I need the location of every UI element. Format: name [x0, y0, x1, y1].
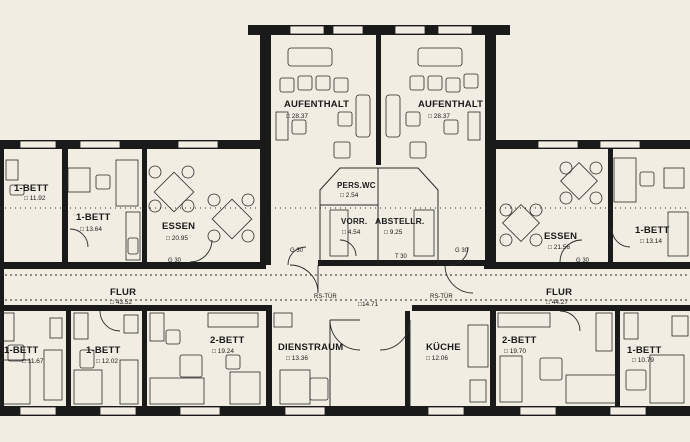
area-pers-wc: □ 2.54 — [340, 192, 359, 199]
area-bed2-right: □ 19.70 — [504, 348, 526, 355]
door-label-rs-tuer-right: RS-TÜR — [430, 293, 453, 300]
furniture-right-wing — [497, 157, 689, 404]
room-essen-right: ESSEN — [544, 231, 577, 242]
furniture-aufenthalt — [275, 47, 481, 159]
plan-linework — [0, 167, 690, 406]
room-labels: AUFENTHALT □ 28.37 AUFENTHALT □ 28.37 1-… — [4, 99, 669, 365]
door-label-t30: T 30 — [395, 254, 408, 260]
area-bed1-se: □ 10.79 — [632, 357, 654, 364]
furniture-central — [273, 209, 489, 405]
room-essen-left: ESSEN — [162, 221, 195, 232]
room-dienstraum: DIENSTRAUM — [278, 342, 343, 353]
area-essen-left: □ 20.95 — [166, 235, 188, 242]
door-label-g30-2: G 30 — [290, 248, 304, 254]
room-bed2-left: 2-BETT — [210, 335, 244, 346]
windows — [19, 25, 647, 416]
area-bed1-ne: □ 13.14 — [640, 238, 662, 245]
area-abstellr: □ 9.25 — [384, 229, 403, 236]
room-pers-wc: PERS.WC — [337, 181, 376, 190]
door-labels: G 30 G 30 G 30 G 30 T 30 RS-TÜR RS-TÜR — [168, 248, 590, 300]
area-aufenthalt-right: □ 28.37 — [428, 113, 450, 120]
room-aufenthalt-left: AUFENTHALT — [284, 99, 349, 110]
room-flur-left: FLUR — [110, 287, 136, 298]
door-label-g30-1: G 30 — [168, 258, 182, 264]
room-bed2-right: 2-BETT — [502, 335, 536, 346]
room-bed1-se: 1-BETT — [627, 345, 661, 356]
area-vorr: □ 4.54 — [342, 229, 361, 236]
room-bed1-nw2: 1-BETT — [76, 212, 110, 223]
area-bed1-sw: □ 11.67 — [22, 358, 44, 365]
room-aufenthalt-right: AUFENTHALT — [418, 99, 483, 110]
room-abstellr: ABSTELLR. — [375, 216, 425, 226]
furniture-left-wing — [0, 159, 261, 405]
area-bed1-sw2: □ 12.02 — [96, 358, 118, 365]
room-kueche: KÜCHE — [426, 342, 461, 353]
door-label-rs-tuer-left: RS-TÜR — [314, 293, 337, 300]
door-label-g30-4: G 30 — [576, 258, 590, 264]
area-flur-left: □ 43.52 — [110, 299, 132, 306]
room-bed1-nw: 1-BETT — [14, 183, 48, 194]
corridor-area: □14.71 — [358, 301, 379, 308]
area-dienstraum: □ 13.36 — [286, 355, 308, 362]
room-vorr: VORR. — [341, 217, 367, 226]
area-aufenthalt-left: □ 28.37 — [286, 113, 308, 120]
room-bed1-sw2: 1-BETT — [86, 345, 120, 356]
room-bed1-ne: 1-BETT — [635, 225, 669, 236]
area-flur-right: □ 44.27 — [546, 299, 568, 306]
area-kueche: □ 12.06 — [426, 355, 448, 362]
area-bed1-nw2: □ 13.64 — [80, 226, 102, 233]
door-swings — [69, 228, 631, 351]
area-essen-right: □ 21.56 — [548, 244, 570, 251]
room-flur-right: FLUR — [546, 287, 572, 298]
door-label-g30-3: G 30 — [455, 248, 469, 254]
interior-walls — [0, 35, 690, 406]
area-bed2-left: □ 19.24 — [212, 348, 234, 355]
area-bed1-nw: □ 11.92 — [24, 195, 46, 202]
outer-walls — [0, 25, 690, 416]
room-bed1-sw: 1-BETT — [4, 345, 38, 356]
